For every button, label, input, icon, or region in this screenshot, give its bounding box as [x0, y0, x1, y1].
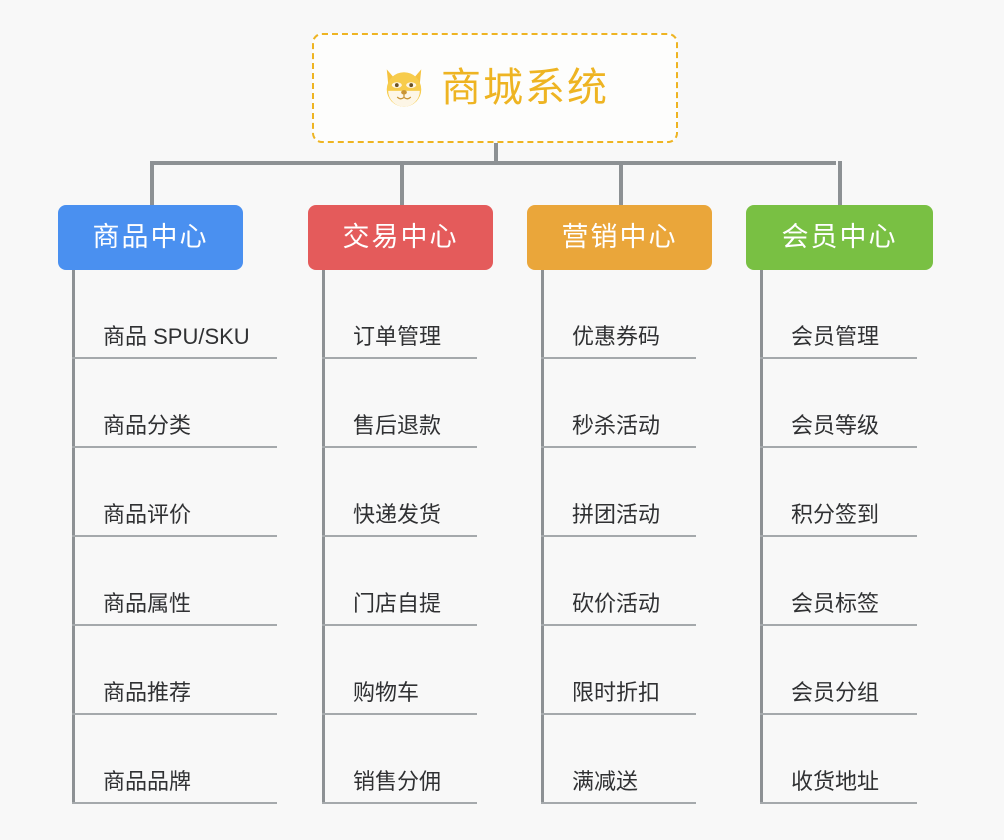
- category-box-marketing-center[interactable]: 营销中心: [527, 205, 712, 270]
- leaf-item-label: 优惠券码: [572, 324, 661, 349]
- leaf-item-label: 商品品牌: [103, 769, 192, 794]
- leaf-item-label: 商品属性: [103, 591, 192, 616]
- root-connector-stem: [494, 143, 498, 163]
- leaf-item-label: 收货地址: [791, 769, 880, 794]
- leaf-item-underline: [760, 446, 917, 448]
- leaf-item-label: 购物车: [353, 680, 420, 705]
- leaf-item-underline: [541, 535, 696, 537]
- leaf-item-underline: [72, 357, 277, 359]
- leaf-item-label: 商品分类: [103, 413, 192, 438]
- leaf-item-label: 砍价活动: [572, 591, 661, 616]
- leaf-item-label: 商品 SPU/SKU: [103, 324, 250, 349]
- leaf-item-label: 拼团活动: [572, 502, 661, 527]
- category-label: 商品中心: [92, 222, 209, 252]
- leaf-item-underline: [541, 357, 696, 359]
- leaf-item-label: 会员等级: [791, 413, 880, 438]
- leaf-item-label: 门店自提: [353, 591, 442, 616]
- category-box-member-center[interactable]: 会员中心: [746, 205, 933, 270]
- leaf-item-underline: [541, 713, 696, 715]
- leaf-item-label: 满减送: [572, 769, 639, 794]
- leaf-item-label: 会员标签: [791, 591, 880, 616]
- leaf-item-label: 售后退款: [353, 413, 442, 438]
- category-label: 营销中心: [561, 222, 678, 252]
- leaf-item-underline: [72, 713, 277, 715]
- leaf-item-label: 秒杀活动: [572, 413, 661, 438]
- leaf-item-underline: [760, 713, 917, 715]
- branch-column-product-center: 商品中心 商品 SPU/SKU 商品分类商品评价商品属性商品推荐商品品牌: [58, 205, 277, 804]
- leaf-item-label: 限时折扣: [572, 680, 661, 705]
- leaf-item-underline: [322, 446, 477, 448]
- branch-column-member-center: 会员中心 会员管理会员等级积分签到会员标签会员分组收货地址: [746, 205, 933, 804]
- leaf-item-underline: [760, 802, 917, 804]
- leaf-item-underline: [322, 535, 477, 537]
- leaf-item-underline: [72, 624, 277, 626]
- leaf-item-label: 商品评价: [103, 502, 192, 527]
- leaf-item-underline: [72, 802, 277, 804]
- connector-drop-3: [619, 161, 623, 208]
- branch-column-marketing-center: 营销中心 优惠券码秒杀活动拼团活动砍价活动限时折扣满减送: [527, 205, 712, 804]
- leaf-item-underline: [322, 624, 477, 626]
- leaf-item-label: 商品推荐: [103, 680, 192, 705]
- connector-drop-4: [838, 161, 842, 208]
- leaf-item-underline: [322, 802, 477, 804]
- branch-spine: [322, 270, 325, 804]
- leaf-item-underline: [322, 357, 477, 359]
- leaf-item-underline: [72, 446, 277, 448]
- connector-drop-2: [400, 161, 404, 208]
- branch-spine: [541, 270, 544, 804]
- branch-spine: [760, 270, 763, 804]
- category-label: 会员中心: [781, 222, 898, 252]
- dog-face-icon: [386, 69, 422, 107]
- category-label: 交易中心: [342, 222, 459, 252]
- leaf-item-underline: [541, 624, 696, 626]
- category-box-product-center[interactable]: 商品中心: [58, 205, 243, 270]
- category-box-trade-center[interactable]: 交易中心: [308, 205, 493, 270]
- leaf-item-label: 快递发货: [353, 502, 442, 527]
- branch-column-trade-center: 交易中心 订单管理售后退款快递发货门店自提购物车销售分佣: [308, 205, 493, 804]
- connector-drop-1: [150, 161, 154, 208]
- branch-spine: [72, 270, 75, 804]
- root-node[interactable]: 商城系统: [312, 33, 678, 143]
- leaf-item-underline: [541, 802, 696, 804]
- leaf-item-underline: [72, 535, 277, 537]
- leaf-item-label: 会员分组: [791, 680, 880, 705]
- leaf-item-underline: [541, 446, 696, 448]
- root-title: 商城系统: [441, 66, 609, 110]
- leaf-item-underline: [322, 713, 477, 715]
- leaf-item-label: 会员管理: [791, 324, 880, 349]
- leaf-item-underline: [760, 624, 917, 626]
- leaf-item-underline: [760, 535, 917, 537]
- leaf-item-label: 销售分佣: [353, 769, 442, 794]
- leaf-item-label: 积分签到: [791, 502, 880, 527]
- leaf-item-label: 订单管理: [353, 324, 442, 349]
- connector-bus: [150, 161, 836, 165]
- leaf-item-underline: [760, 357, 917, 359]
